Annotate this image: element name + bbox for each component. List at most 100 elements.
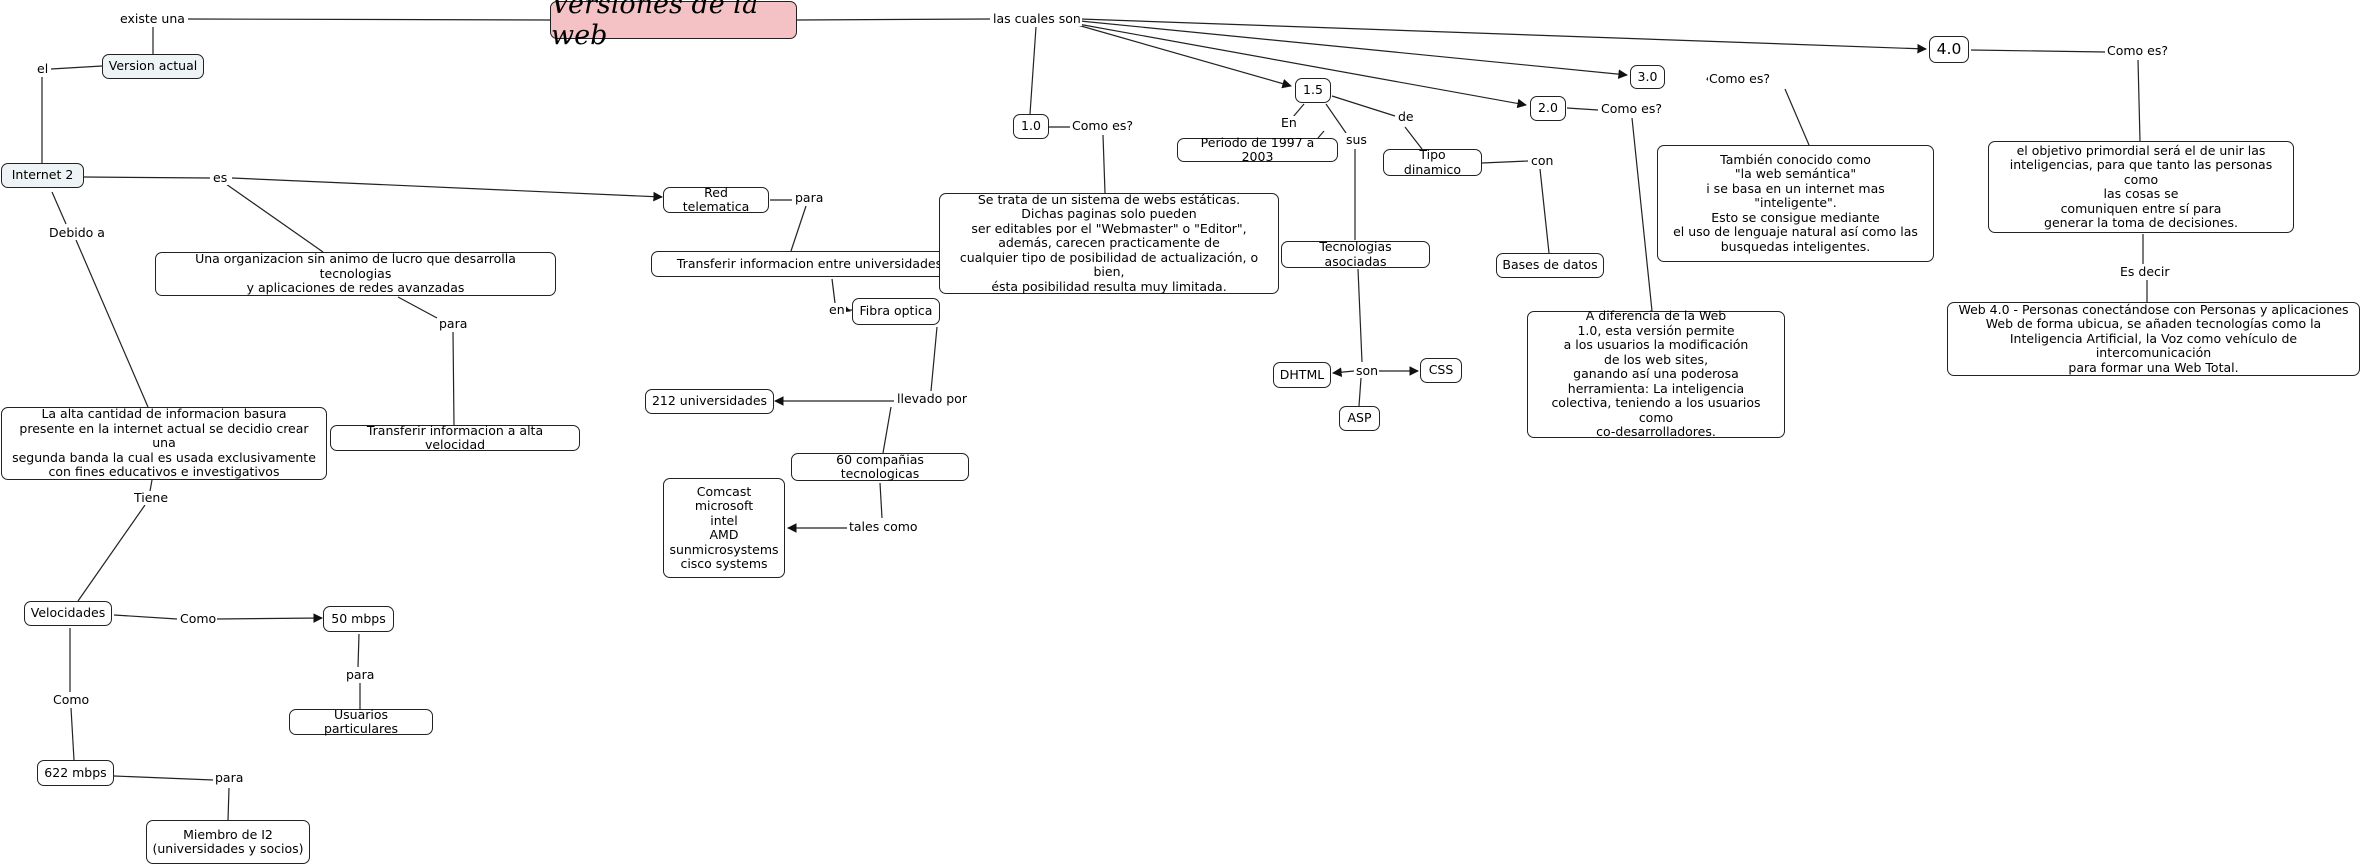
node-velocidades: Velocidades: [24, 601, 112, 626]
link-comoes-desc10: [1102, 134, 1106, 194]
link-univ-en: [831, 278, 836, 304]
label-debido-a: Debido a: [48, 225, 106, 240]
node-web-20: 2.0: [1530, 96, 1566, 121]
label-para-622: para: [214, 770, 245, 785]
node-asp: ASP: [1339, 406, 1380, 431]
node-web-40-desc: Web 4.0 - Personas conectándose con Pers…: [1947, 302, 2360, 376]
node-tipo-dinamico: Tipo dinamico: [1383, 147, 1482, 176]
node-web-15: 1.5: [1295, 78, 1331, 103]
node-web-40-objetivo: el objetivo primordial será el de unir l…: [1988, 141, 2294, 233]
link-con-bases: [1539, 168, 1550, 254]
link-cuales-40: [1079, 18, 1927, 54]
label-como-es-10: Como es?: [1071, 118, 1135, 133]
link-llevado-60: [882, 406, 892, 454]
node-212-universidades: 212 universidades: [645, 389, 774, 414]
link-basura-tiene: [149, 479, 153, 492]
label-como-es-40: Como es?: [2106, 43, 2170, 58]
label-para-org: para: [438, 316, 469, 331]
link-como-50: [216, 613, 323, 623]
link-title-existe: [187, 18, 551, 21]
label-con-dinamico: con: [1530, 153, 1555, 168]
label-como-es-20: Como es?: [1600, 101, 1664, 116]
node-web-40: 4.0: [1929, 36, 1969, 63]
label-para-50: para: [345, 667, 376, 682]
label-en-15: En: [1280, 115, 1298, 130]
link-title-cuales: [796, 18, 991, 21]
label-existe-una: existe una: [119, 11, 186, 26]
label-las-cuales-son: las cuales son: [992, 11, 1082, 26]
link-es-red: [231, 177, 663, 202]
link-en-periodo: [1317, 130, 1325, 139]
link-debido-basura: [75, 239, 149, 408]
node-web-20-desc: A diferencia de la Web 1.0, esta versión…: [1527, 309, 1785, 439]
link-50-para: [357, 633, 360, 668]
link-15-de: [1331, 95, 1396, 117]
link-para-univ: [790, 205, 807, 252]
link-15-sus: [1325, 103, 1347, 134]
node-periodo: Periodo de 1997 a 2003: [1177, 135, 1338, 164]
node-red-telematica: Red telematica: [663, 185, 769, 214]
label-como-622: Como: [52, 692, 91, 707]
label-como-es-30: Como es?: [1708, 71, 1772, 86]
node-info-basura: La alta cantidad de informacion basura p…: [1, 407, 327, 480]
link-cuales-10: [1029, 26, 1037, 115]
node-fibra-optica: Fibra optica: [852, 298, 940, 325]
link-de-tipo: [1404, 126, 1423, 150]
link-tiene-vel: [77, 504, 146, 602]
node-50mbps: 50 mbps: [323, 606, 394, 632]
label-tiene: Tiene: [133, 490, 170, 505]
node-transferir-velocidad: Transferir informacion a alta velocidad: [330, 423, 580, 452]
link-622-para: [113, 775, 214, 781]
label-en-fibra: en: [828, 302, 846, 317]
link-40-comoes: [1970, 49, 2106, 53]
link-15-en: [1292, 103, 1305, 118]
node-usuarios-particulares: Usuarios particulares: [289, 707, 433, 736]
node-tecnologias: Tecnologias asociadas: [1281, 239, 1430, 268]
label-son-tec: son: [1355, 363, 1380, 378]
link-i2-es: [83, 176, 211, 179]
label-para-red: para: [794, 190, 825, 205]
link-i2-debido: [51, 191, 67, 225]
link-tec-son: [1357, 268, 1363, 363]
label-el: el: [36, 61, 50, 76]
node-web-10-desc: Se trata de un sistema de webs estáticas…: [939, 192, 1279, 294]
node-web-30: 3.0: [1630, 65, 1665, 89]
node-miembro: Miembro de I2 (universidades y socios): [146, 820, 310, 864]
node-622mbps: 622 mbps: [37, 760, 114, 786]
node-internet2: Internet 2: [1, 163, 84, 188]
link-cuales-20: [1077, 23, 1527, 109]
node-version-actual: Version actual: [102, 54, 204, 79]
link-vel-como: [113, 614, 178, 620]
link-org-para: [397, 296, 438, 319]
link-son-dhtml: [1332, 367, 1355, 377]
node-companias-lista: Comcast microsoft intel AMD sunmicrosyst…: [663, 478, 785, 578]
link-comoes-obj40: [2137, 59, 2141, 142]
link-para-transfer: [452, 331, 455, 426]
label-es-decir: Es decir: [2119, 264, 2171, 279]
label-de-15: de: [1397, 109, 1415, 124]
node-60-companias: 60 compañias tecnologicas: [791, 452, 969, 481]
link-como-622: [70, 707, 75, 761]
node-css: CSS: [1420, 358, 1462, 383]
link-20-comoes: [1566, 107, 1599, 111]
label-como-50: Como: [179, 611, 218, 626]
link-comoes-desc20: [1631, 117, 1653, 312]
node-dhtml: DHTML: [1273, 362, 1331, 388]
link-para-miembro: [227, 787, 230, 821]
node-bases-datos: Bases de datos: [1496, 253, 1604, 278]
link-en-fibra: [840, 303, 851, 313]
link-tipo-con: [1481, 160, 1529, 164]
link-60-tales: [879, 482, 883, 519]
label-sus-15: sus: [1345, 132, 1368, 147]
node-web-10: 1.0: [1013, 114, 1049, 139]
node-transferir-univ: Transferir informacion entre universidad…: [651, 251, 968, 277]
link-son-asp: [1358, 377, 1362, 407]
map-title: Versiones de la web: [550, 0, 797, 51]
link-cuales-30: [1079, 20, 1628, 79]
link-comoes-desc30: [1784, 88, 1810, 146]
link-version-el: [50, 65, 103, 70]
label-llevado-por: llevado por: [896, 391, 968, 406]
label-tales-como: tales como: [848, 519, 919, 534]
link-fibra-llevado: [930, 326, 938, 392]
